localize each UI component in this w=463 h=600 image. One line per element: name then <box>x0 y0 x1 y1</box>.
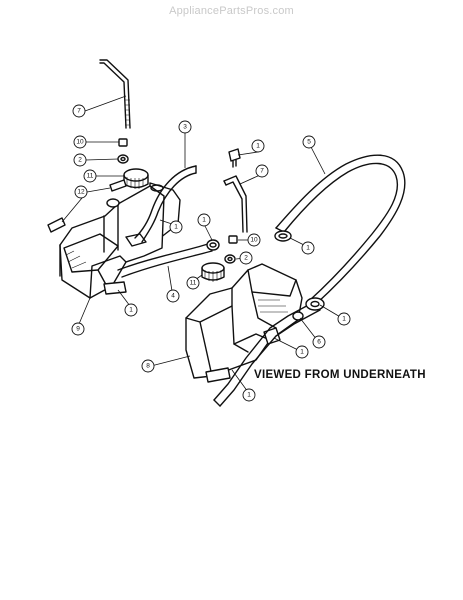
callout-9: 9 <box>71 322 85 336</box>
callout-6: 6 <box>312 335 326 349</box>
svg-text:11: 11 <box>190 280 197 287</box>
svg-text:11: 11 <box>87 173 94 180</box>
svg-text:5: 5 <box>307 139 311 146</box>
part-clamp-hose5 <box>274 230 292 242</box>
svg-text:8: 8 <box>146 363 150 370</box>
svg-text:10: 10 <box>250 237 258 244</box>
svg-text:7: 7 <box>77 108 81 115</box>
svg-text:2: 2 <box>244 255 248 262</box>
callout-1-left-bottom: 1 <box>124 303 138 317</box>
callout-1-hose5: 1 <box>301 241 315 255</box>
svg-text:6: 6 <box>317 339 321 346</box>
svg-text:1: 1 <box>174 224 178 231</box>
svg-text:1: 1 <box>129 307 133 314</box>
part-ring-mid <box>201 262 225 282</box>
view-note: VIEWED FROM UNDERNEATH <box>254 369 426 381</box>
part-ring-left <box>123 168 149 189</box>
callout-2-mid: 2 <box>239 251 253 265</box>
svg-text:9: 9 <box>76 326 80 333</box>
part-rod-top-left <box>99 59 131 129</box>
callout-10-left: 10 <box>73 135 87 149</box>
callout-1-low: 1 <box>295 345 309 359</box>
callout-1-clamp-top: 1 <box>251 139 265 153</box>
callout-1-right: 1 <box>337 312 351 326</box>
svg-text:1: 1 <box>256 143 260 150</box>
callout-4: 4 <box>166 289 180 303</box>
svg-text:3: 3 <box>183 124 187 131</box>
part-nut-left <box>118 138 128 147</box>
part-rod-right <box>223 175 248 233</box>
part-hose-4 <box>117 243 213 278</box>
part-lower-tank <box>185 263 303 383</box>
callout-10-mid: 10 <box>247 233 261 247</box>
svg-text:1: 1 <box>247 392 251 399</box>
callout-11-mid: 11 <box>186 276 200 290</box>
part-washer-left <box>117 154 129 164</box>
callout-5: 5 <box>302 135 316 149</box>
site-watermark: AppliancePartsPros.com <box>169 5 294 17</box>
callout-7-right: 7 <box>255 164 269 178</box>
callout-group: 7 10 2 11 12 3 1 7 5 1 1 1 10 2 11 4 1 9… <box>71 104 351 402</box>
part-clamp-top-small <box>228 148 241 168</box>
part-clamp-mid <box>206 239 220 251</box>
svg-text:1: 1 <box>306 245 310 252</box>
svg-text:10: 10 <box>76 139 84 146</box>
part-pipe-6 <box>213 297 325 407</box>
svg-text:4: 4 <box>171 293 175 300</box>
part-hose-3 <box>134 165 197 243</box>
part-upper-tank <box>59 182 181 299</box>
svg-text:1: 1 <box>300 349 304 356</box>
callout-1-mid-left: 1 <box>197 213 211 227</box>
callout-11-left: 11 <box>83 169 97 183</box>
callout-8: 8 <box>141 359 155 373</box>
callout-12: 12 <box>74 185 88 199</box>
callout-2-left: 2 <box>73 153 87 167</box>
callout-1-bottom: 1 <box>242 388 256 402</box>
callout-1-mid: 1 <box>169 220 183 234</box>
svg-text:1: 1 <box>342 316 346 323</box>
part-washer-mid <box>224 254 236 264</box>
callout-7-top: 7 <box>72 104 86 118</box>
svg-text:7: 7 <box>260 168 264 175</box>
part-gaskets <box>47 179 127 233</box>
svg-text:1: 1 <box>202 217 206 224</box>
svg-text:12: 12 <box>77 189 85 196</box>
svg-text:2: 2 <box>78 157 82 164</box>
part-nut-mid <box>228 235 238 244</box>
callout-3: 3 <box>178 120 192 134</box>
